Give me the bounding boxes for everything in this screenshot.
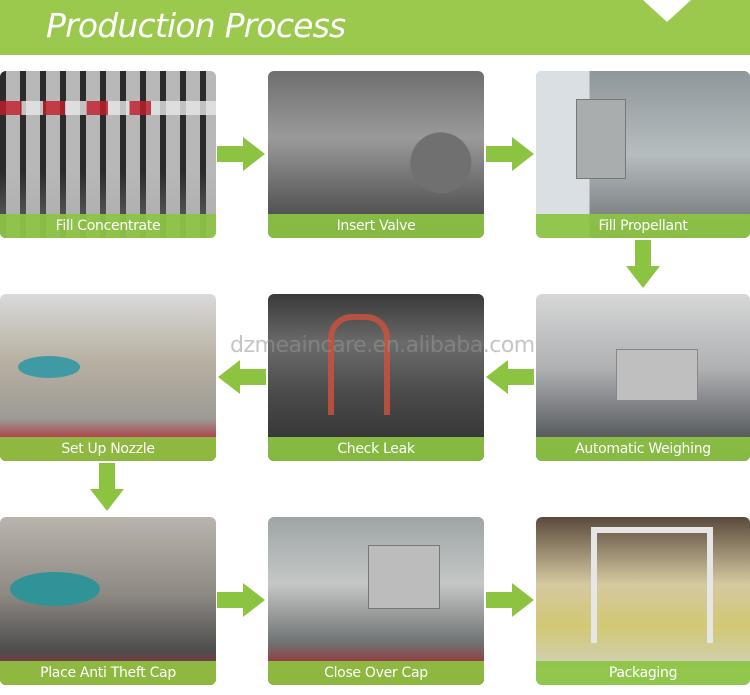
step-caption: Place Anti Theft Cap	[0, 661, 216, 685]
set-up-nozzle-photo	[0, 294, 216, 461]
arrow-right-icon	[217, 583, 265, 617]
watermark: dzmeaincare.en.alibaba.com	[230, 333, 535, 358]
arrow-down-icon	[90, 463, 124, 511]
automatic-weighing-photo	[536, 294, 750, 461]
fill-concentrate-photo	[0, 71, 216, 238]
step-card-fill-propellant: Fill Propellant	[536, 71, 750, 238]
place-anti-theft-cap-photo	[0, 517, 216, 685]
triangle-notch-icon	[643, 0, 691, 22]
arrow-left-icon	[486, 360, 534, 394]
step-card-set-up-nozzle: Set Up Nozzle	[0, 294, 216, 461]
step-caption: Check Leak	[268, 437, 484, 461]
header-banner: Production Process	[0, 0, 750, 55]
step-card-check-leak: Check Leak	[268, 294, 484, 461]
step-card-insert-valve: Insert Valve	[268, 71, 484, 238]
insert-valve-photo	[268, 71, 484, 238]
step-card-close-over-cap: Close Over Cap	[268, 517, 484, 685]
step-card-place-anti-theft-cap: Place Anti Theft Cap	[0, 517, 216, 685]
arrow-right-icon	[217, 137, 265, 171]
step-card-fill-concentrate: Fill Concentrate	[0, 71, 216, 238]
step-caption: Packaging	[536, 661, 750, 685]
step-card-automatic-weighing: Automatic Weighing	[536, 294, 750, 461]
step-card-packaging: Packaging	[536, 517, 750, 685]
step-caption: Close Over Cap	[268, 661, 484, 685]
step-caption: Fill Propellant	[536, 214, 750, 238]
packaging-photo	[536, 517, 750, 685]
page-title: Production Process	[46, 6, 346, 45]
step-caption: Set Up Nozzle	[0, 437, 216, 461]
arrow-right-icon	[486, 137, 534, 171]
arrow-left-icon	[218, 360, 266, 394]
arrow-right-icon	[486, 583, 534, 617]
close-over-cap-photo	[268, 517, 484, 685]
arrow-down-icon	[626, 240, 660, 288]
step-caption: Fill Concentrate	[0, 214, 216, 238]
check-leak-photo	[268, 294, 484, 461]
fill-propellant-photo	[536, 71, 750, 238]
step-caption: Automatic Weighing	[536, 437, 750, 461]
step-caption: Insert Valve	[268, 214, 484, 238]
